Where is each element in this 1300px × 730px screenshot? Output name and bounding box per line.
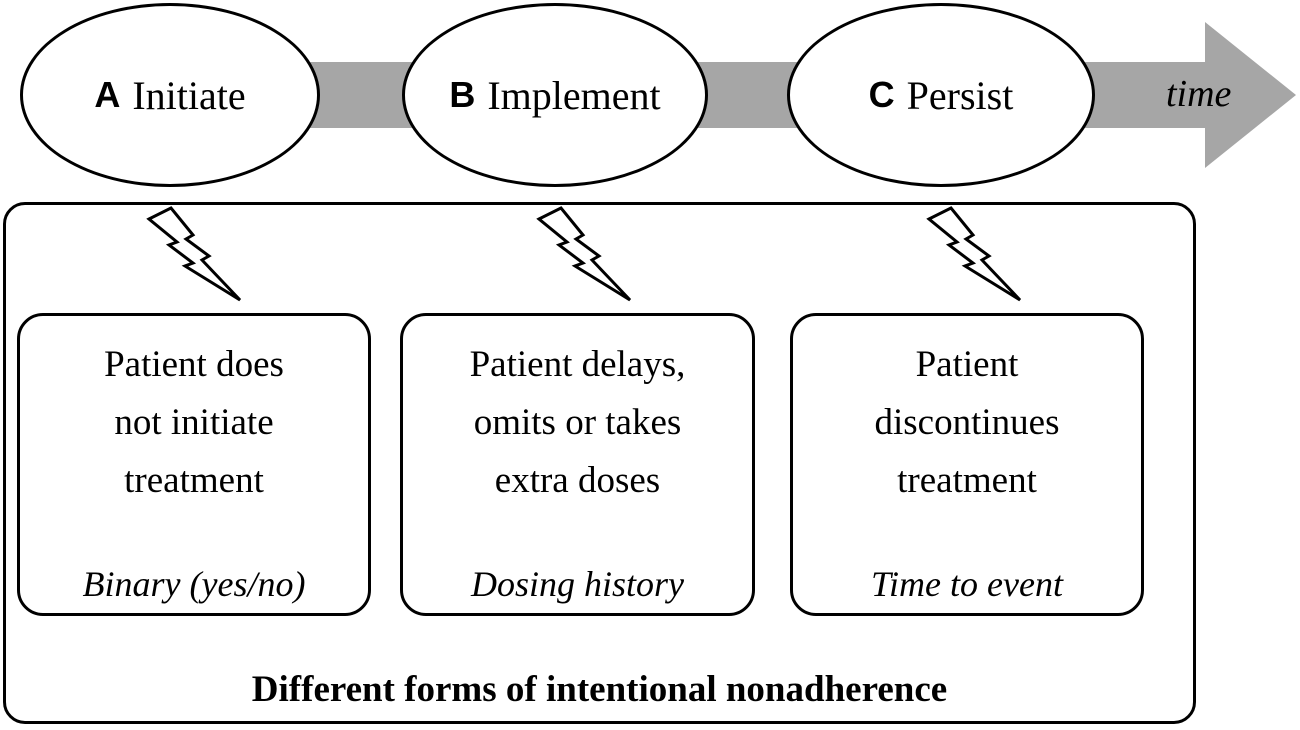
- stage-persist: C Persist: [787, 3, 1095, 187]
- card-discontinues: Patient discontinues treatment Time to e…: [790, 313, 1144, 616]
- card-line: Patient: [915, 344, 1019, 385]
- stage-name: Persist: [906, 72, 1014, 118]
- stage-implement: B Implement: [402, 3, 708, 187]
- stage-letter: C: [868, 74, 895, 115]
- card-measure: Binary (yes/no): [82, 564, 306, 604]
- card-line: Patient delays,: [469, 344, 686, 385]
- card-line: discontinues: [874, 402, 1060, 443]
- nonadherence-container: [3, 202, 1196, 724]
- lightning-bolt-icon: [146, 206, 242, 302]
- stage-name: Initiate: [132, 72, 246, 118]
- timeline-arrow: [160, 22, 1296, 168]
- card-line: treatment: [124, 460, 264, 501]
- stage-initiate: A Initiate: [20, 3, 320, 187]
- card-line: treatment: [897, 460, 1037, 501]
- card-description: Patient does not initiate treatment: [20, 336, 368, 510]
- card-measure: Dosing history: [470, 564, 684, 604]
- footer-label: Different forms of intentional nonadhere…: [251, 669, 948, 710]
- stage-name: Implement: [487, 72, 661, 118]
- card-line: Patient does: [104, 344, 284, 385]
- stage-letter: A: [94, 74, 121, 115]
- card-delays-doses: Patient delays, omits or takes extra dos…: [400, 313, 755, 616]
- time-axis-label: time: [1166, 73, 1232, 115]
- lightning-bolt-icon: [536, 206, 632, 302]
- card-line: not initiate: [114, 402, 274, 443]
- card-not-initiate: Patient does not initiate treatment Bina…: [17, 313, 371, 616]
- card-description: Patient discontinues treatment: [793, 336, 1141, 510]
- card-measure: Time to event: [871, 564, 1063, 604]
- lightning-bolt-icon: [926, 206, 1022, 302]
- card-line: omits or takes: [473, 402, 682, 443]
- stage-letter: B: [449, 74, 476, 115]
- card-line: extra doses: [494, 460, 661, 501]
- card-description: Patient delays, omits or takes extra dos…: [403, 336, 752, 510]
